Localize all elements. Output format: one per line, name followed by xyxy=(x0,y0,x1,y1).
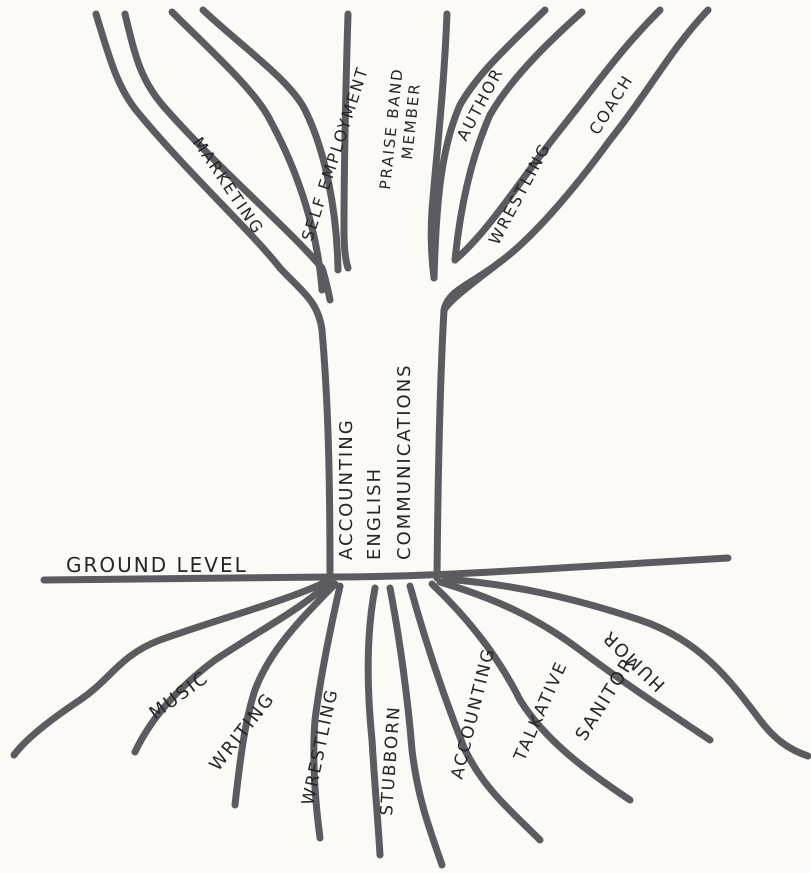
trunk-label-accounting: ACCOUNTING xyxy=(336,418,357,560)
branch-coach-a xyxy=(455,10,660,260)
trunk-label-english: ENGLISH xyxy=(364,467,385,560)
branch-coach-b xyxy=(444,10,708,310)
branch-label-wrestling: WRESTLING xyxy=(485,139,555,248)
branch-outer-left-b xyxy=(125,14,330,300)
trunk-labels: ACCOUNTING ENGLISH COMMUNICATIONS xyxy=(336,363,415,560)
branch-author-b xyxy=(455,12,582,260)
ground-level-label: GROUND LEVEL xyxy=(66,553,248,577)
branch-labels: MARKETING SELF EMPLOYMENT PRAISE BAND ME… xyxy=(189,64,637,248)
root-1 xyxy=(14,580,330,755)
root-label-wrestling: WRESTLING xyxy=(298,687,342,807)
branch-label-coach: COACH xyxy=(585,71,637,138)
trunk-left-edge xyxy=(280,268,330,578)
trunk-label-communications: COMMUNICATIONS xyxy=(394,363,415,560)
root-label-music: MUSIC xyxy=(146,667,213,724)
root-label-stubborn: STUBBORN xyxy=(377,705,405,817)
